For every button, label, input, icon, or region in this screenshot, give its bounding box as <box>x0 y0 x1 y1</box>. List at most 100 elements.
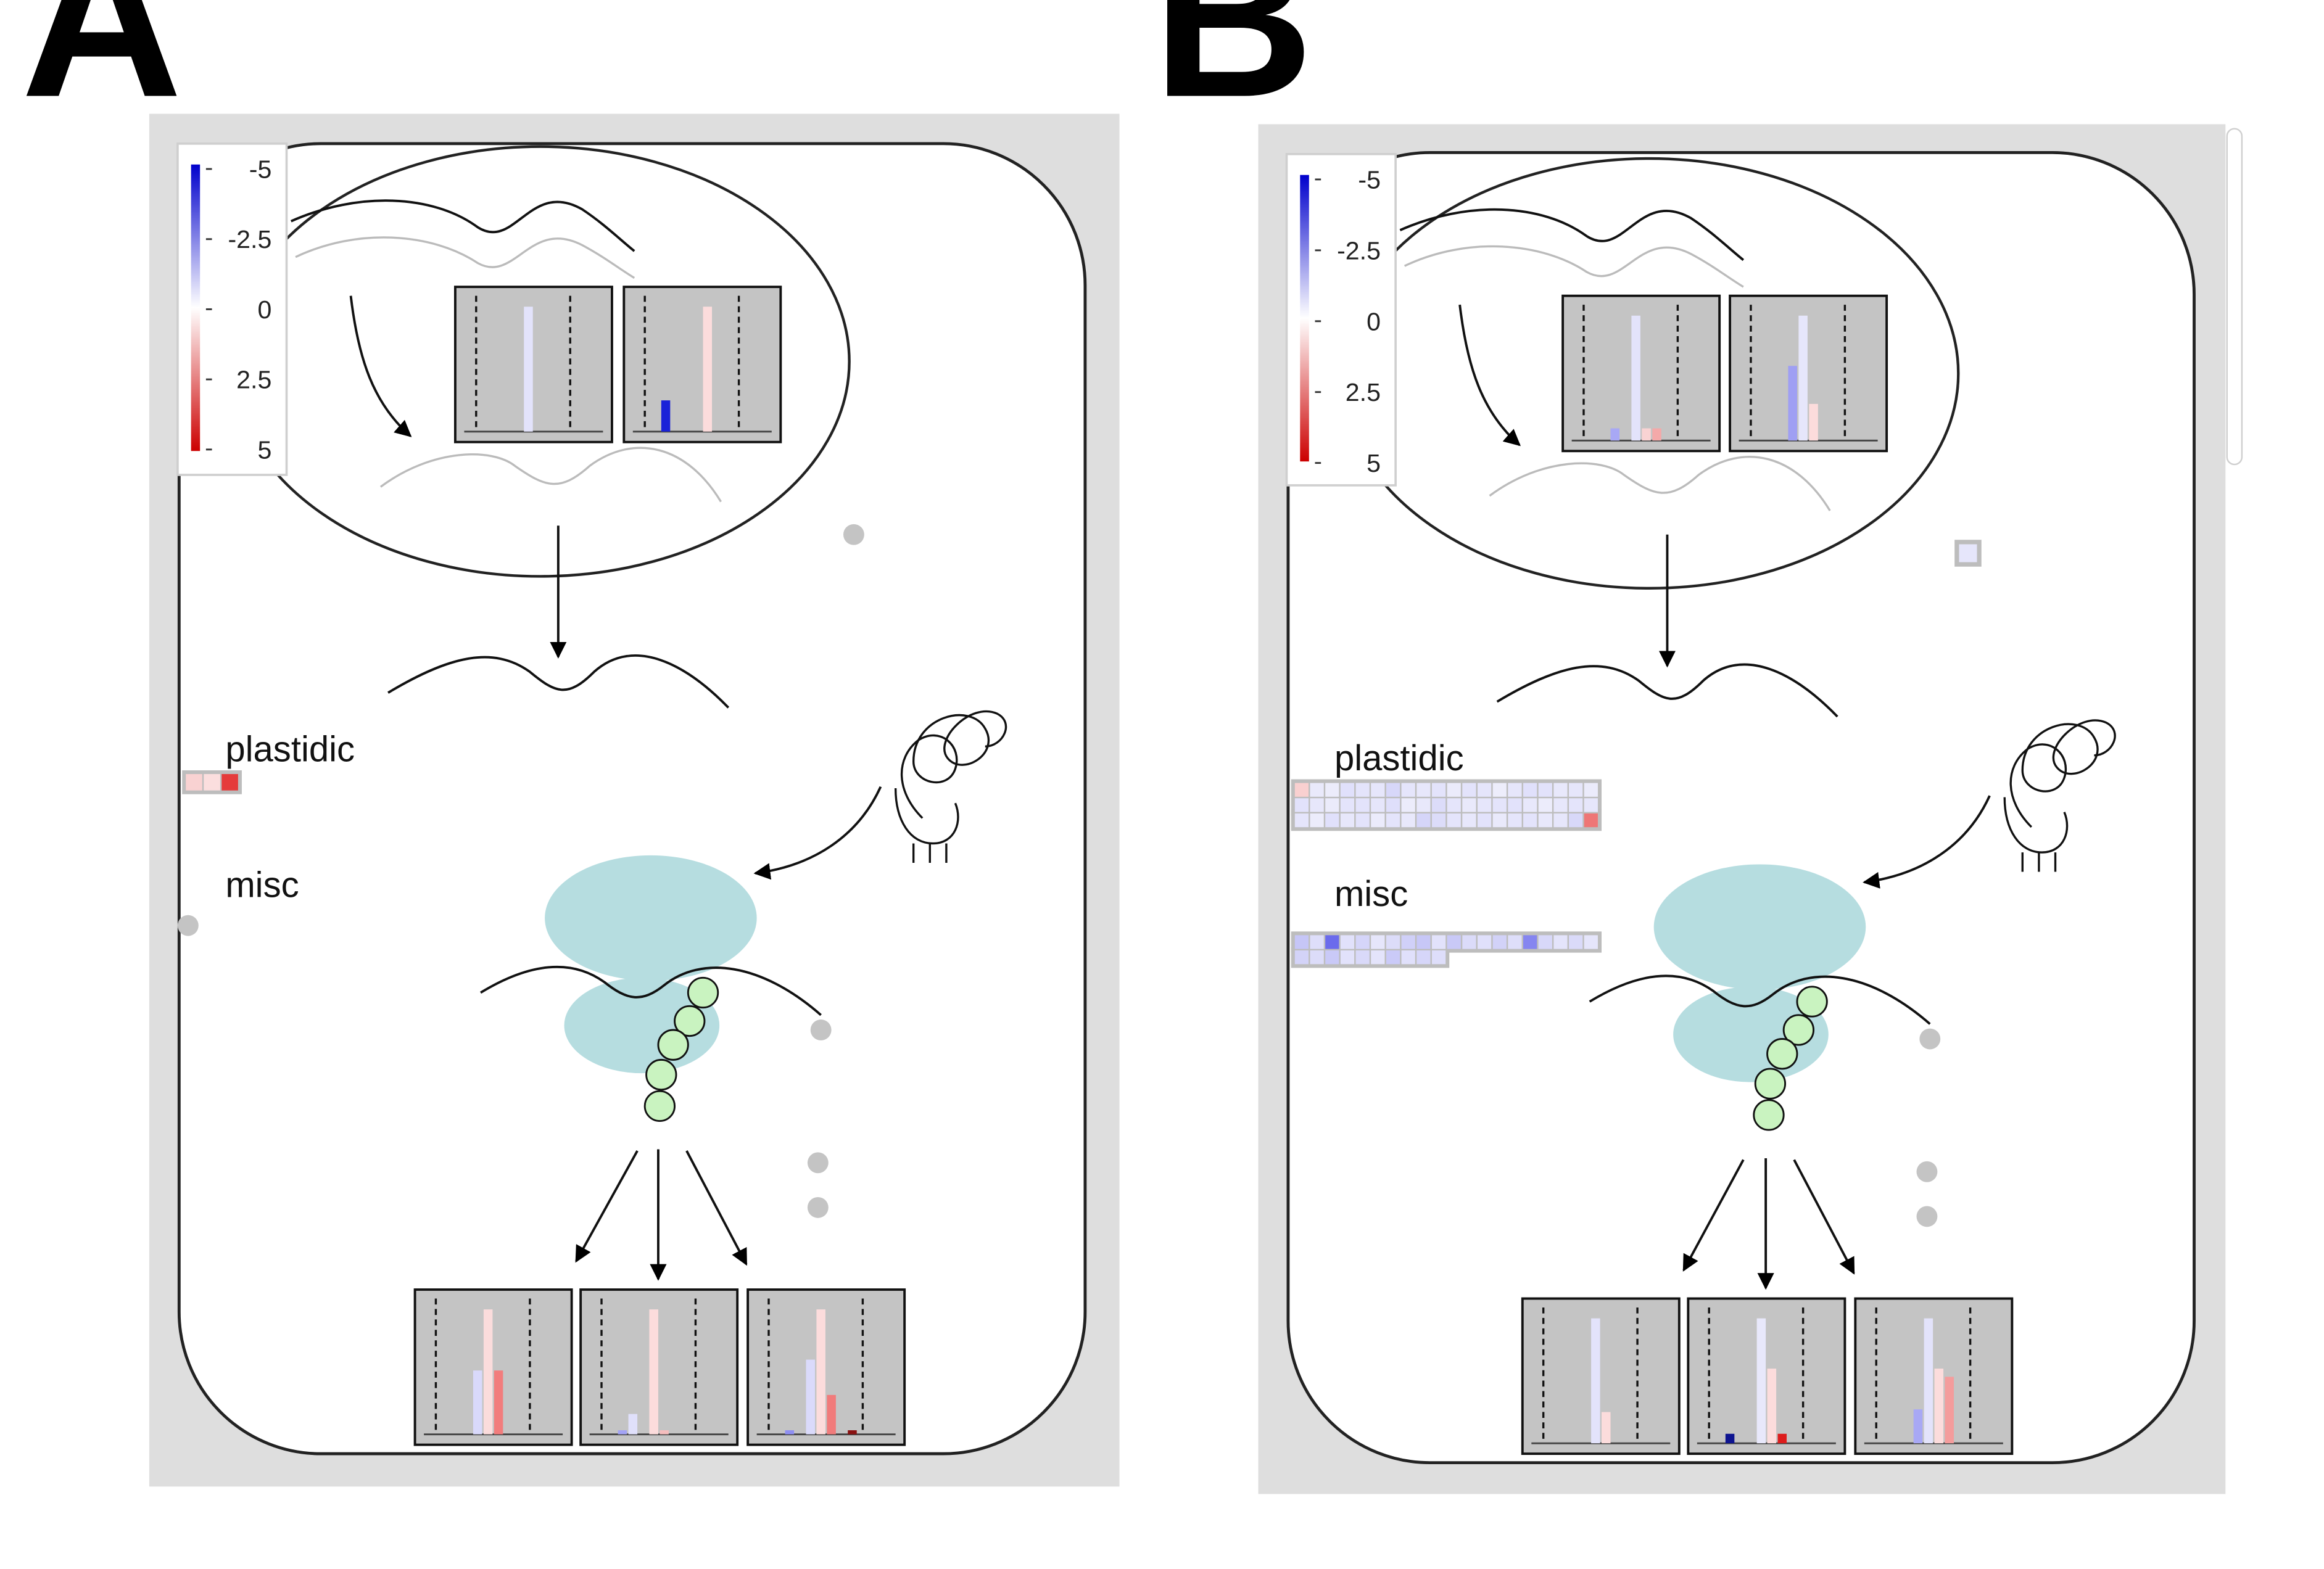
heatmap-cell <box>1355 813 1370 828</box>
heatmap-cell <box>1492 813 1507 828</box>
legend-tick-label: -5 <box>249 155 272 184</box>
legend-tick-label: 2.5 <box>1346 378 1381 406</box>
heatmap-cell <box>1325 950 1339 965</box>
mrna <box>1496 663 1838 718</box>
heatmap-cell <box>1325 813 1339 828</box>
expression-bar <box>661 400 671 432</box>
heatmap-cell <box>1584 935 1598 949</box>
expression-bar <box>628 1414 638 1435</box>
heatmap-cell <box>1462 935 1476 949</box>
heatmap-cell <box>1310 950 1324 965</box>
misc-heatmap <box>1291 931 1602 968</box>
expression-bar <box>660 1430 669 1435</box>
empty-category-dot <box>810 1019 832 1040</box>
product-expression-chart <box>579 1288 739 1446</box>
heatmap-cell <box>1340 935 1355 949</box>
expression-bar <box>494 1370 503 1435</box>
product-expression-chart <box>746 1288 906 1446</box>
trna-arrow <box>1863 795 1991 889</box>
empty-category-dot <box>843 524 864 545</box>
expression-bar <box>816 1309 825 1435</box>
heatmap-cell <box>1371 950 1385 965</box>
heatmap-cell <box>1569 935 1583 949</box>
heatmap-cell <box>1538 935 1552 949</box>
dna-strand <box>290 199 635 252</box>
heatmap-cell <box>1310 798 1324 812</box>
heatmap-cell <box>1447 813 1461 828</box>
panel-a: A -5-2.502.55 plastidic misc <box>21 0 1120 1487</box>
heatmap-cell <box>1477 935 1492 949</box>
expression-bar <box>848 1430 857 1435</box>
product-arrow <box>685 1150 748 1266</box>
legend-tick-label: 5 <box>257 435 271 464</box>
expression-bar <box>1642 428 1651 441</box>
heatmap-cell <box>1584 798 1598 812</box>
heatmap-cell <box>1431 950 1446 965</box>
heatmap-cell <box>1584 783 1598 797</box>
chart-frame <box>1561 294 1721 453</box>
panel-letter: B <box>1152 0 1314 143</box>
legend-tick-label: -2.5 <box>1337 236 1381 265</box>
chart-frame <box>746 1288 906 1446</box>
expression-bar <box>473 1370 482 1435</box>
heatmap-cell <box>1325 935 1339 949</box>
heatmap-cell <box>1569 813 1583 828</box>
expression-bar <box>703 307 713 432</box>
trna-icon <box>2003 719 2116 872</box>
nucleus-expression-chart <box>1729 294 1888 453</box>
heatmap-cell <box>1340 813 1355 828</box>
empty-category-dot <box>1916 1161 1938 1182</box>
color-scale-legend: -5-2.502.55 <box>1285 152 1397 487</box>
heatmap-cell <box>1447 783 1461 797</box>
heatmap-cell <box>1538 783 1552 797</box>
heatmap-cell <box>1416 950 1431 965</box>
heatmap-cell <box>1401 950 1415 965</box>
heatmap-cell <box>1492 783 1507 797</box>
plastidic-heatmap <box>1291 779 1602 831</box>
product-expression-chart <box>1854 1297 2014 1456</box>
empty-category-dot <box>807 1196 829 1218</box>
heatmap-cell <box>1431 813 1446 828</box>
heatmap-cell <box>1416 935 1431 949</box>
heatmap-cell <box>1538 798 1552 812</box>
ribosome-large-subunit <box>545 855 757 981</box>
label-plastidic: plastidic <box>1334 738 1464 778</box>
heatmap-cell <box>1340 798 1355 812</box>
heatmap-cell <box>1431 798 1446 812</box>
heatmap-cell <box>1371 798 1385 812</box>
transcription-arrow <box>1458 304 1521 447</box>
nucleus-expression-chart <box>622 286 782 443</box>
scrollbar[interactable] <box>2226 128 2243 466</box>
expression-bar <box>1610 428 1620 441</box>
plastidic-heatmap <box>182 770 242 794</box>
heatmap-cell <box>1492 798 1507 812</box>
legend-color-bar <box>191 164 201 451</box>
translating-mrna <box>1589 974 1931 1025</box>
expression-bar <box>1602 1412 1611 1444</box>
chart-frame <box>1521 1297 1681 1456</box>
heatmap-cell <box>1553 798 1568 812</box>
translating-mrna <box>480 966 822 1016</box>
heatmap-cell <box>1340 950 1355 965</box>
nucleus-expression-chart <box>1561 294 1721 453</box>
heatmap-cell <box>1401 798 1415 812</box>
label-misc: misc <box>225 865 299 905</box>
heatmap-cell <box>1538 813 1552 828</box>
heatmap-cell <box>1310 935 1324 949</box>
heatmap-cell <box>1508 783 1522 797</box>
heatmap-cell <box>1508 935 1522 949</box>
heatmap-cell <box>1401 783 1415 797</box>
expression-bar <box>1788 366 1797 441</box>
product-arrow <box>1682 1159 1745 1272</box>
heatmap-cell <box>1355 935 1370 949</box>
heatmap-cell <box>1584 813 1598 828</box>
product-arrow <box>575 1150 639 1263</box>
heatmap-cell <box>1355 950 1370 965</box>
expression-bar <box>1777 1433 1787 1444</box>
heatmap-cell <box>1355 798 1370 812</box>
ribosome-large-subunit <box>1653 864 1866 990</box>
heatmap-cell <box>1477 783 1492 797</box>
pre-mrna <box>1489 456 1831 511</box>
legend-color-bar <box>1300 175 1309 462</box>
legend-tick-label: 0 <box>1367 307 1381 336</box>
